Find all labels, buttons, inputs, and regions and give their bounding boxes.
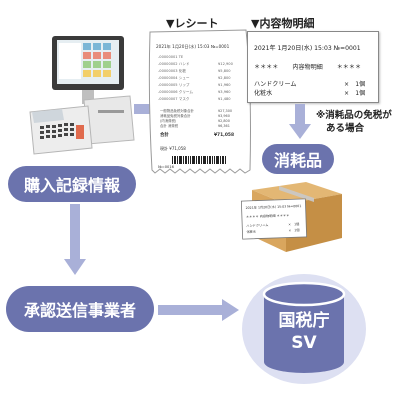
details-item-qty: × 1個 [344, 90, 366, 97]
svg-text:-00000007 マスク: -00000007 マスク [158, 96, 190, 101]
tax-agency-server: 国税庁 SV [240, 270, 368, 388]
cylinder-shape [242, 274, 366, 384]
svg-text:消耗品免税対象合計: 消耗品免税対象合計 [160, 113, 191, 118]
note-line-1: ※消耗品の免税が [316, 110, 392, 121]
details-item-name: ハンドクリーム [254, 81, 297, 88]
note-line-2: ある場合 [326, 123, 365, 134]
sender-label: 承認送信事業者 [23, 301, 136, 320]
svg-text:× 1個: × 1個 [288, 221, 299, 226]
svg-text:合計: 合計 [160, 131, 169, 138]
svg-text:-00000001 TE: -00000001 TE [158, 55, 184, 59]
svg-text:¥1,960: ¥1,960 [218, 83, 231, 87]
svg-text:¥1,480: ¥1,480 [218, 97, 231, 101]
svg-text:-00000006 クリーム: -00000006 クリーム [158, 89, 193, 94]
svg-text:¥2,800: ¥2,800 [218, 119, 230, 123]
svg-text:-00000003 化粧: -00000003 化粧 [158, 68, 186, 73]
tax-agency-line-2: SV [291, 333, 317, 353]
svg-text:現計 ¥71,058: 現計 ¥71,058 [160, 145, 186, 151]
svg-text:¥3,960: ¥3,960 [218, 114, 230, 118]
details-item: 化粧水 [254, 88, 272, 97]
purchase-record-label: 購入記録情報 [23, 176, 120, 195]
details-stars-right: ＊＊＊＊ [336, 64, 362, 71]
details-date: 2021年 1月20日(水) 15:03 №=0001 [254, 45, 361, 52]
details-title: ▼内容物明細 [251, 17, 315, 30]
cardboard-box: 2021年 1月20日(水) 15:03 №=0001 ＊＊＊＊ 内容物明細 ＊… [240, 182, 342, 252]
arrow-down-details [289, 104, 311, 139]
details-subtitle-row: ＊＊＊＊ 内容物明細 ＊＊＊＊ [254, 62, 361, 71]
receipt-title: ▼レシート [166, 17, 219, 30]
sender-pill: 承認送信事業者 [6, 286, 154, 332]
consumables-pill: 消耗品 [262, 144, 334, 174]
svg-text:2021年 1月20日(水) 15:03 №=0001: 2021年 1月20日(水) 15:03 №=0001 [245, 203, 301, 210]
consumables-label: 消耗品 [273, 151, 322, 170]
svg-text:¥27,300: ¥27,300 [218, 109, 232, 113]
svg-text:¥12,900: ¥12,900 [218, 62, 234, 66]
svg-text:-00000002 ハンド: -00000002 ハンド [158, 62, 190, 66]
arrow-right-sender [158, 299, 239, 321]
tax-free-note: ※消耗品の免税が ある場合 [316, 109, 392, 135]
svg-text:¥3,960: ¥3,960 [218, 90, 231, 94]
details-item: ハンドクリーム [254, 79, 296, 88]
details-subtitle: 内容物明細 [292, 64, 323, 71]
svg-text:-00000005 リップ: -00000005 リップ [158, 82, 190, 87]
arrow-down-purchase [64, 204, 86, 275]
svg-text:-00000004 シュー: -00000004 シュー [158, 76, 190, 80]
tax-agency-line-1: 国税庁 [278, 311, 330, 331]
svg-text:¥2,800: ¥2,800 [218, 76, 231, 80]
details-stars-left: ＊＊＊＊ [254, 64, 279, 71]
receipt-number: №=0016 [158, 165, 175, 169]
svg-text:× 1個: × 1個 [288, 227, 299, 232]
pos-terminal [29, 36, 135, 155]
svg-text:¥5,800: ¥5,800 [218, 69, 231, 73]
svg-text:¥71,058: ¥71,058 [214, 132, 234, 138]
svg-text:(内消費税): (内消費税) [160, 118, 177, 123]
svg-text:＊＊＊＊ 内容物明細 ＊＊＊＊: ＊＊＊＊ 内容物明細 ＊＊＊＊ [246, 212, 290, 219]
details-item-qty: × 1個 [344, 81, 366, 88]
receipt-paper: 2021年 1月20日(水) 15:03 №=0001 -00000001 TE… [148, 29, 251, 174]
svg-text:¥6,361: ¥6,361 [218, 124, 230, 128]
details-card: 2021年 1月20日(水) 15:03 №=0001 ＊＊＊＊ 内容物明細 ＊… [247, 31, 379, 103]
svg-text:一般物品免税対象合計: 一般物品免税対象合計 [160, 108, 195, 113]
svg-text:化粧水: 化粧水 [246, 229, 257, 234]
details-item-name: 化粧水 [254, 90, 273, 97]
svg-text:ハンドクリーム: ハンドクリーム [246, 222, 268, 228]
svg-text:合計 消費税: 合計 消費税 [160, 123, 179, 128]
purchase-record-pill: 購入記録情報 [8, 166, 136, 202]
tax-agency-label: 国税庁 SV [264, 310, 344, 354]
receipt-date: 2021年 1月20日(水) 15:03 №=0001 [156, 43, 230, 50]
